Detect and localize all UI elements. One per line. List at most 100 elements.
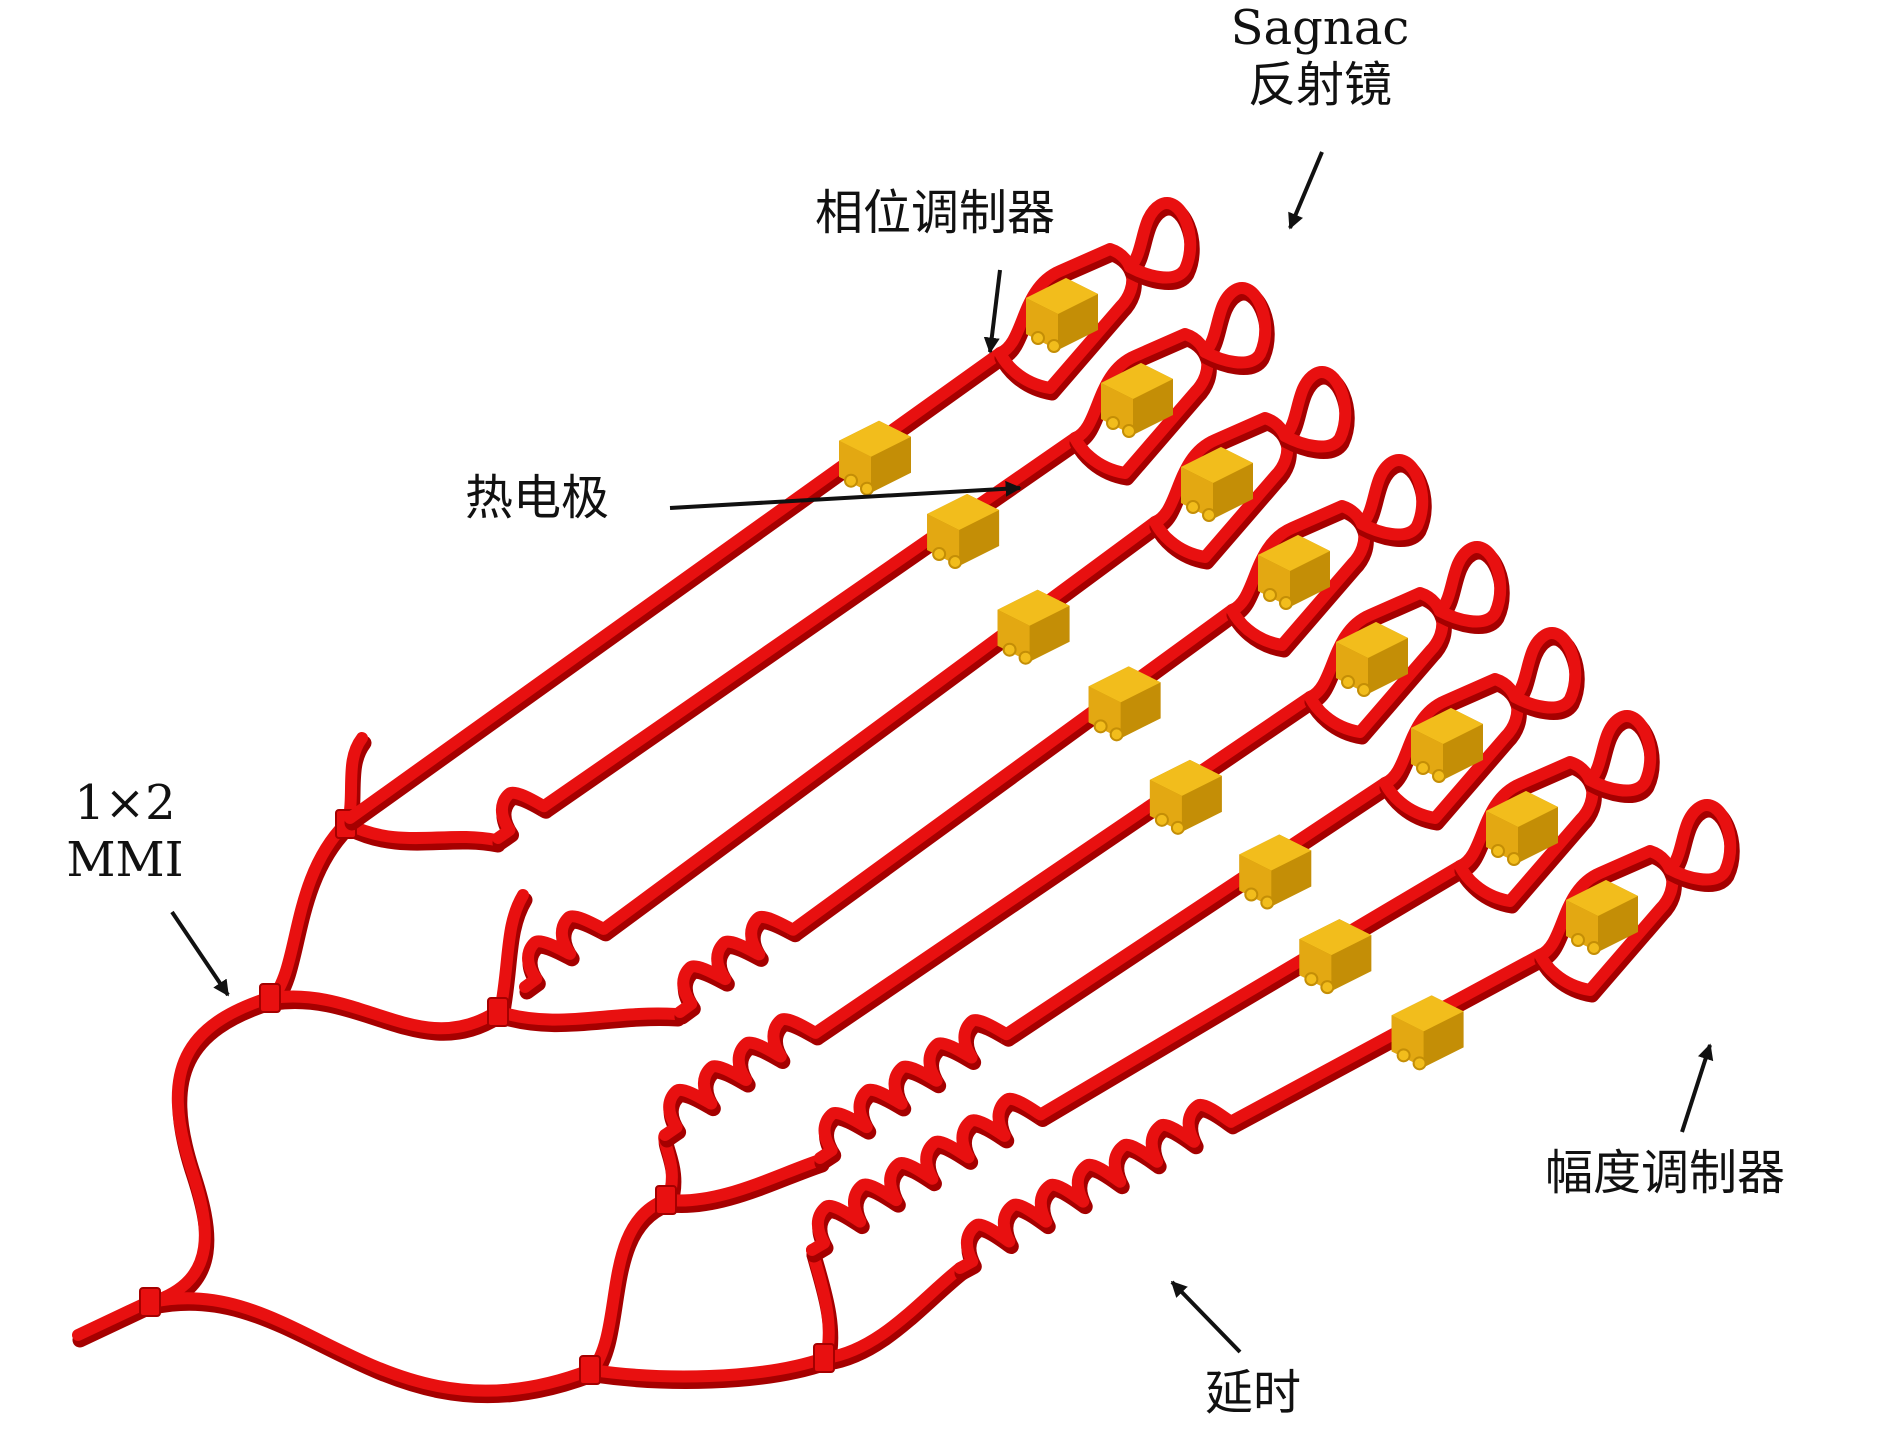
thermal-electrode-label: 热电极 — [465, 470, 610, 526]
amplitude-modulator-electrode-3-pad-b — [1202, 508, 1216, 522]
sagnac-loop-6 — [1509, 627, 1585, 720]
mmi-label: 1×2 MMI — [40, 775, 210, 888]
amplitude-modulator-electrode-7-pad-b — [1507, 852, 1521, 866]
phase-modulator-electrode-5 — [1149, 759, 1222, 835]
phase-modulator-electrode-3-pad-a — [1002, 642, 1017, 657]
delay-arm-2-core — [492, 432, 1081, 844]
tree-level1-upper — [146, 992, 278, 1315]
phase-modulator-electrode-2-pad-a — [932, 547, 947, 561]
sagnac-loop-8-core — [1664, 799, 1737, 886]
phase-modulator-electrode-6-pad-b — [1260, 895, 1275, 910]
tree-level3-f — [662, 1154, 830, 1214]
phase-modulator-electrode-6-pad-a — [1244, 887, 1259, 902]
phase-modulator-electrode-7-pad-b — [1320, 980, 1335, 995]
phase-modulator-electrode-1-pad-a — [844, 473, 858, 488]
phase-modulator-electrode-5-pad-a — [1154, 812, 1169, 827]
mmi-block-1 — [139, 1287, 161, 1317]
amplitude-modulator-electrode-7 — [1486, 791, 1558, 866]
amplitude-modulator-electrode-4-pad-b — [1279, 596, 1293, 610]
sagnac-label-line2: 反射镜 — [1247, 56, 1392, 113]
tree-level3-d-core — [494, 1006, 682, 1026]
sagnac-loop-5-core — [1434, 541, 1507, 628]
tree-level2-upper-b-core — [266, 990, 502, 1035]
amplitude-modulator-label: 幅度调制器 — [1545, 1145, 1786, 1201]
tree-level3-f-core — [662, 1154, 826, 1207]
phase-modulator-electrode-5-top — [1149, 759, 1222, 796]
mmi-block-2 — [259, 983, 281, 1013]
mmi-block-6 — [655, 1185, 677, 1215]
delay-arm-4-core — [674, 604, 1238, 1018]
mmi-label-line2: MMI — [66, 831, 184, 888]
tree-level3-b — [342, 818, 506, 853]
phase-modulator-electrode-1 — [839, 420, 911, 496]
tree-level2-lower-core — [586, 1194, 671, 1376]
sagnac-loop-4 — [1356, 454, 1432, 547]
delay-arm-6 — [814, 777, 1395, 1171]
electrode-group — [839, 278, 1638, 1071]
phase-modulator-electrode-7-pad-a — [1304, 972, 1319, 987]
phase-modulator-electrode-3 — [997, 589, 1070, 665]
tree-level2-upper-core — [266, 818, 351, 1004]
annotation-arrows — [170, 151, 1714, 1354]
phase-modulator-electrode-8-top — [1391, 995, 1464, 1032]
phase-modulator-electrode-4-pad-b — [1109, 727, 1124, 742]
amplitude-modulator-electrode-2-pad-a — [1106, 416, 1120, 430]
amplitude-modulator-electrode-1-pad-b — [1047, 339, 1061, 353]
tree-level1-lower-core — [146, 1292, 596, 1397]
delay-arm-7-core — [806, 860, 1466, 1256]
phase-modulator-electrode-3-top — [997, 589, 1070, 626]
tree-level3-h-core — [820, 1262, 966, 1364]
mmi-block-7 — [813, 1343, 835, 1373]
delay-arrow — [1170, 1280, 1242, 1354]
sagnac-reflector-label: Sagnac 反射镜 — [1220, 0, 1420, 113]
sagnac-arrow — [1288, 151, 1324, 230]
tree-level3-c-core — [494, 889, 529, 1018]
phase-modulator-electrode-2-pad-b — [948, 555, 963, 569]
delay-arm-8-core — [954, 949, 1546, 1274]
tree-level3-d — [494, 1006, 686, 1033]
sagnac-loop-1 — [1124, 197, 1200, 290]
waveguide-network — [72, 197, 1740, 1404]
sagnac-loop-1-core — [1124, 197, 1197, 284]
amplitude-modulator-electrode-3-pad-a — [1186, 500, 1200, 514]
phase-modulator-label: 相位调制器 — [815, 185, 1056, 241]
phase-modulator-electrode-4-pad-a — [1093, 719, 1108, 734]
delay-arm-7 — [806, 860, 1470, 1263]
delay-arm-3-core — [519, 516, 1161, 993]
tree-level2-upper-b — [266, 990, 506, 1041]
phase-modulator-electrode-6 — [1239, 834, 1312, 910]
amplitude-modulator-electrode-5 — [1336, 622, 1408, 697]
amplitude-modulator-electrode-8 — [1566, 880, 1638, 955]
tree-level2-lower-b — [586, 1352, 834, 1389]
phase-modulator-electrode-3-pad-b — [1018, 650, 1033, 665]
amplitude-modulator-electrode-2 — [1101, 363, 1173, 438]
phase-modulator-electrode-5-pad-b — [1170, 820, 1185, 835]
sagnac-loop-7-core — [1584, 710, 1657, 797]
sagnac-label-line1: Sagnac — [1230, 0, 1410, 56]
delay-arm-5-core — [659, 691, 1316, 1141]
amplitude-modulator-electrode-5-pad-b — [1357, 683, 1371, 697]
amplitude-modulator-electrode-6-pad-a — [1416, 761, 1430, 775]
tree-level1-upper-core — [146, 992, 274, 1308]
phase-modulator-electrode-6-top — [1239, 834, 1312, 871]
amplitude-modulator-electrode-5-top — [1336, 622, 1408, 658]
amplitude-modulator-electrode-6-top — [1411, 708, 1483, 744]
phase-modulator-electrode-2 — [927, 494, 1000, 569]
thermal-electrode-arrow — [669, 480, 1022, 510]
delay-arm-8 — [954, 949, 1550, 1281]
mmi-block-5 — [487, 997, 509, 1027]
amplitude-modulator-electrode-6 — [1411, 708, 1483, 783]
delay-arm-5 — [659, 691, 1320, 1148]
amplitude-modulator-electrode-1-pad-a — [1031, 331, 1045, 345]
sagnac-loop-4-core — [1356, 454, 1429, 541]
mmi-label-line1: 1×2 — [74, 775, 176, 831]
amplitude-modulator-electrode-7-pad-a — [1491, 844, 1505, 858]
amplitude-modulator-electrode-3-top — [1181, 447, 1253, 483]
phase-modulator-electrode-7 — [1299, 919, 1372, 995]
phase-modulator-electrode-1-top — [839, 420, 911, 457]
sagnac-loop-3 — [1279, 366, 1355, 459]
mmi-block-3 — [579, 1355, 601, 1385]
sagnac-loop-7 — [1584, 710, 1660, 803]
